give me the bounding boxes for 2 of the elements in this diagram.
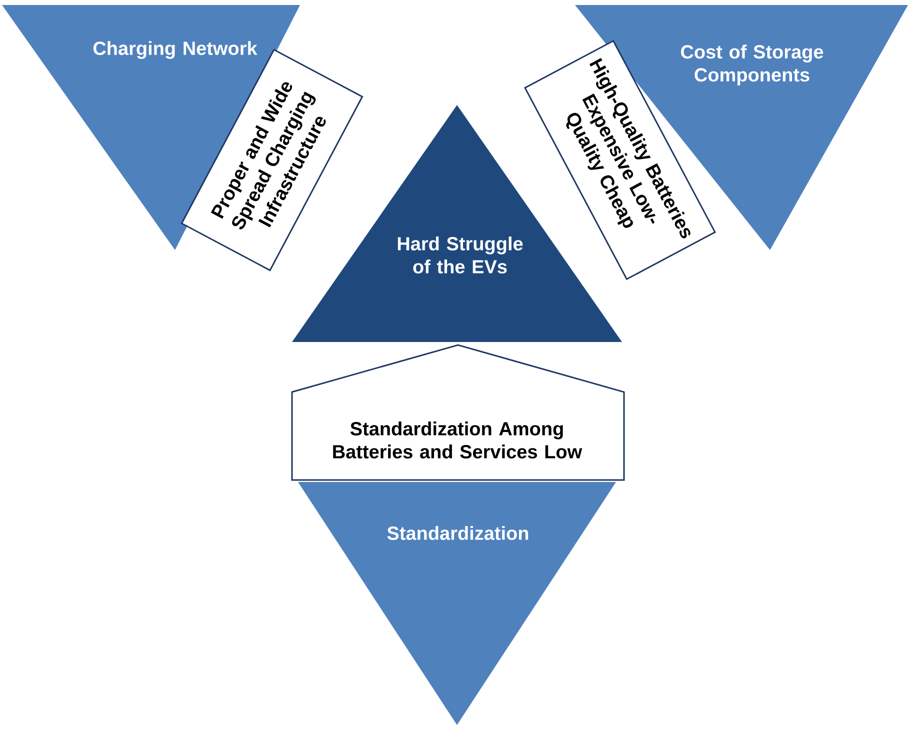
text-box: Standardization Among Batteries and Services Low xyxy=(291,344,625,481)
triangle: Standardization xyxy=(298,482,616,725)
